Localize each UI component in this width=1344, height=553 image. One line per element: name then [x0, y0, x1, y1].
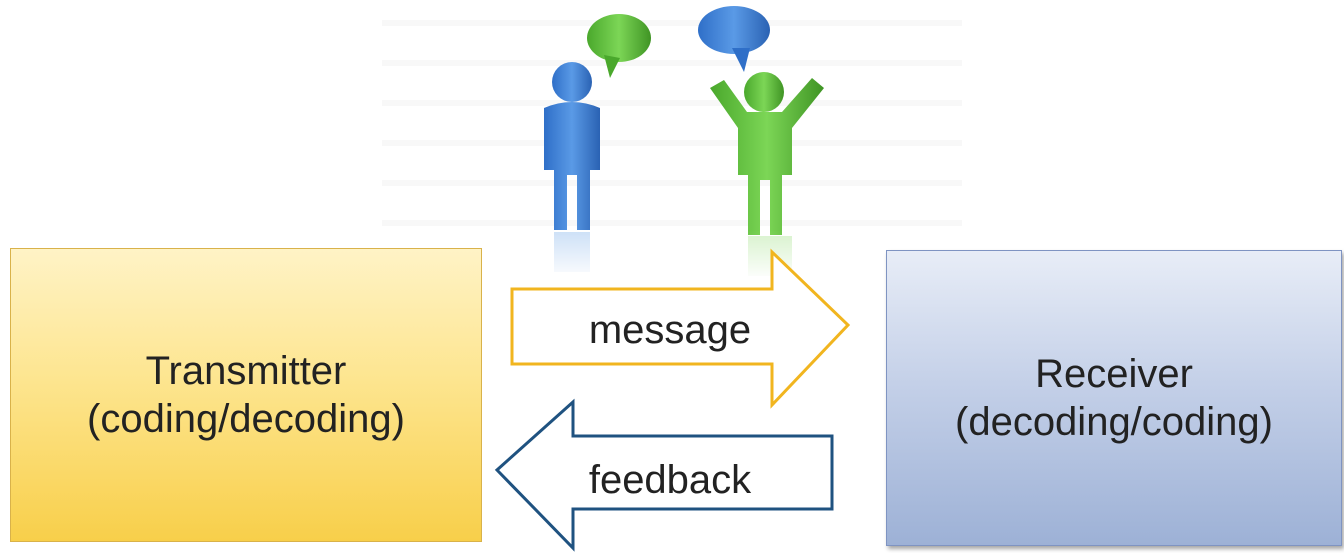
feedback-arrow — [494, 398, 834, 552]
reflection — [522, 230, 822, 280]
receiver-subtitle: (decoding/coding) — [955, 400, 1273, 444]
receiver-box: Receiver (decoding/coding) — [886, 250, 1342, 546]
transmitter-box: Transmitter (coding/decoding) — [10, 248, 482, 542]
people-illustration — [382, 6, 962, 280]
blue-person-icon — [544, 62, 600, 230]
background-texture — [382, 20, 962, 226]
message-label: message — [588, 308, 752, 352]
feedback-label: feedback — [588, 458, 752, 502]
green-speech-bubble-icon — [587, 14, 651, 78]
receiver-title: Receiver — [1035, 352, 1193, 396]
message-arrow — [510, 248, 851, 409]
green-person-icon — [710, 72, 824, 235]
blue-speech-bubble-icon — [698, 6, 770, 72]
transmitter-title: Transmitter — [145, 349, 347, 393]
transmitter-subtitle: (coding/decoding) — [87, 397, 405, 441]
